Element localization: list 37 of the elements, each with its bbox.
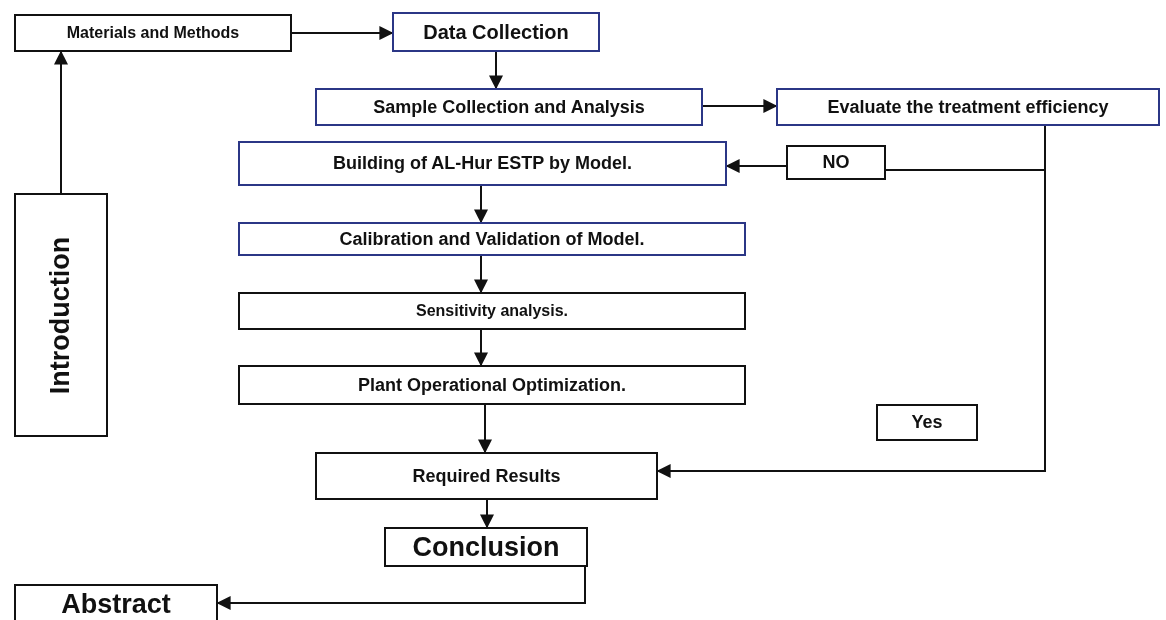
- box-label: Sample Collection and Analysis: [373, 96, 645, 118]
- process-box: [876, 404, 978, 441]
- box-label: Abstract: [61, 588, 171, 620]
- process-box: [14, 14, 292, 52]
- box-label: Evaluate the treatment efficiency: [827, 96, 1109, 118]
- process-box: [14, 193, 108, 437]
- arrow: [474, 185, 488, 224]
- arrow: [291, 26, 394, 40]
- box-label: Building of AL-Hur ESTP by Model.: [333, 153, 632, 174]
- process-box: [238, 292, 746, 330]
- box-label: Required Results: [412, 465, 561, 487]
- box-label: Yes: [911, 412, 943, 433]
- box-label: Data Collection: [423, 20, 569, 44]
- process-box: [315, 88, 703, 126]
- arrow: [474, 329, 488, 367]
- box-label: Sensitivity analysis.: [415, 302, 569, 320]
- process-box: [392, 12, 600, 52]
- box-label: Calibration and Validation of Model.: [339, 228, 645, 250]
- process-box: [238, 365, 746, 405]
- arrow: [480, 499, 494, 529]
- process-box: [786, 145, 886, 180]
- box-label: NO: [822, 152, 850, 173]
- arrow: [702, 99, 778, 113]
- box-label: Plant Operational Optimization.: [358, 374, 626, 396]
- box-label: Materials and Methods: [66, 24, 240, 42]
- process-box: [238, 141, 727, 186]
- box-label: Conclusion: [412, 531, 560, 563]
- process-box: [776, 88, 1160, 126]
- process-box: [238, 222, 746, 256]
- arrow: [474, 255, 488, 294]
- process-box: [315, 452, 658, 500]
- box-label: Introduction: [45, 236, 77, 394]
- process-box: [384, 527, 588, 567]
- arrow: [478, 404, 492, 454]
- process-box: [14, 584, 218, 620]
- arrow: [489, 51, 503, 90]
- arrow: [54, 50, 68, 194]
